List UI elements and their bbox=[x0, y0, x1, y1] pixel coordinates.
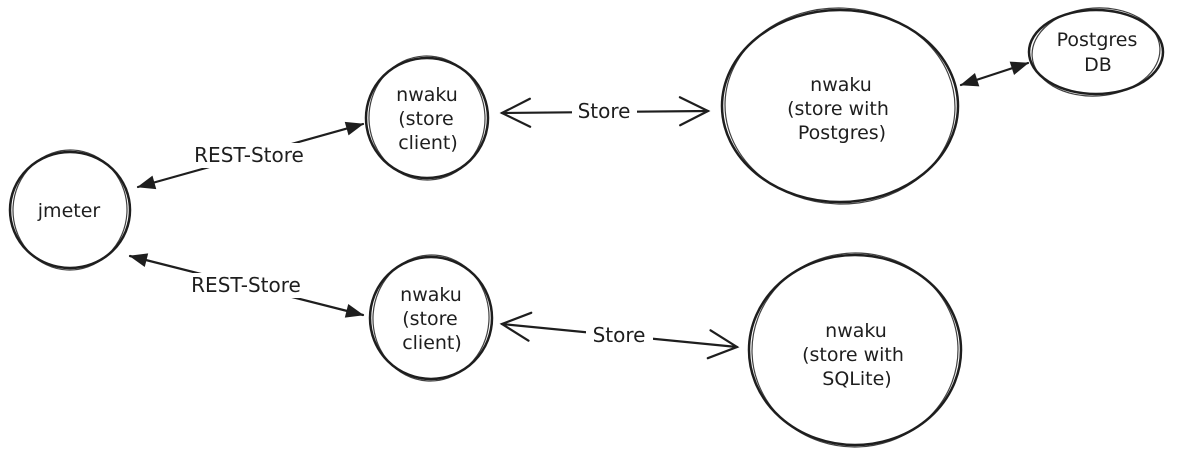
store-bottom-label-bg bbox=[586, 323, 653, 348]
postgres-db-link-arrow bbox=[959, 61, 1030, 87]
store-client-top-label-line1: nwaku bbox=[396, 84, 458, 106]
store-top-label-bg bbox=[572, 99, 637, 124]
node-jmeter: jmeter bbox=[8, 149, 132, 271]
store-client-top-label-line2: (store bbox=[398, 108, 453, 130]
postgres-db-ellipse bbox=[1027, 8, 1165, 96]
node-nwaku-store-client-top: nwaku (store client) bbox=[364, 55, 490, 181]
store-client-top-label-line3: client) bbox=[398, 132, 458, 154]
jmeter-ellipse-echo bbox=[12, 149, 128, 271]
store-client-top-ellipse bbox=[364, 56, 490, 180]
store-sqlite-ellipse-echo bbox=[751, 252, 959, 448]
rest-store-bottom-label-bg bbox=[183, 273, 309, 298]
node-nwaku-store-postgres: nwaku (store with Postgres) bbox=[720, 7, 960, 205]
store-client-bottom-ellipse-echo bbox=[372, 254, 490, 382]
store-sqlite-label-line1: nwaku bbox=[825, 320, 887, 342]
node-nwaku-store-sqlite: nwaku (store with SQLite) bbox=[747, 252, 963, 448]
node-nwaku-store-client-bottom: nwaku (store client) bbox=[368, 254, 494, 382]
store-sqlite-ellipse bbox=[747, 253, 963, 447]
store-top-label: Store bbox=[578, 99, 631, 123]
edge-store-top: Store bbox=[499, 96, 711, 128]
store-client-bottom-label-line3: client) bbox=[402, 332, 462, 354]
store-client-bottom-ellipse bbox=[368, 255, 494, 381]
rest-store-bottom-label: REST-Store bbox=[191, 273, 301, 297]
store-postgres-label-line2: (store with bbox=[787, 98, 889, 120]
postgres-db-label-line2: DB bbox=[1084, 54, 1112, 76]
edge-rest-store-top: REST-Store bbox=[136, 121, 365, 190]
postgres-db-label-line1: Postgres bbox=[1057, 29, 1138, 51]
postgres-db-ellipse-echo bbox=[1031, 7, 1161, 97]
node-postgres-db: Postgres DB bbox=[1027, 7, 1165, 97]
store-client-top-ellipse-echo bbox=[368, 55, 486, 181]
rest-store-top-label-bg bbox=[186, 143, 312, 168]
jmeter-label: jmeter bbox=[37, 200, 101, 222]
store-postgres-ellipse-echo bbox=[724, 7, 956, 205]
store-postgres-label-line3: Postgres) bbox=[798, 122, 886, 144]
store-postgres-ellipse bbox=[720, 8, 960, 204]
edge-store-bottom: Store bbox=[499, 311, 740, 360]
edge-rest-store-bottom: REST-Store bbox=[128, 253, 365, 318]
edge-postgres-db-link bbox=[959, 61, 1030, 87]
store-client-bottom-label-line1: nwaku bbox=[400, 284, 462, 306]
store-sqlite-label-line3: SQLite) bbox=[822, 368, 891, 390]
store-sqlite-label-line2: (store with bbox=[802, 344, 904, 366]
store-bottom-label: Store bbox=[593, 323, 646, 347]
store-client-bottom-label-line2: (store bbox=[402, 308, 457, 330]
jmeter-ellipse bbox=[8, 150, 132, 270]
store-postgres-label-line1: nwaku bbox=[810, 74, 872, 96]
rest-store-top-label: REST-Store bbox=[194, 143, 304, 167]
